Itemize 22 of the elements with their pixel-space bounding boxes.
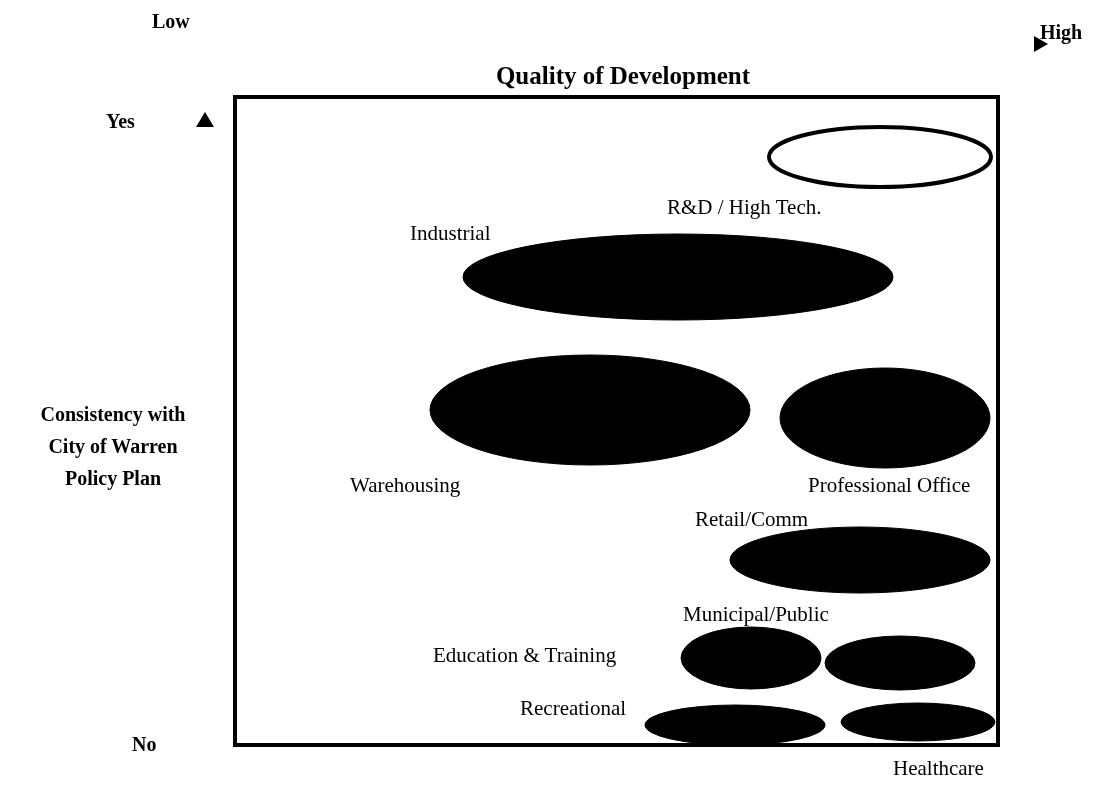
- chart-title: Quality of Development: [494, 62, 752, 90]
- filled-ellipse: [728, 525, 992, 595]
- category-label: Healthcare: [893, 757, 984, 781]
- category-label: Industrial: [410, 222, 491, 246]
- category-label: R&D / High Tech.: [667, 196, 822, 220]
- category-label: Professional Office: [808, 474, 971, 498]
- hollow-ellipse: [766, 124, 994, 190]
- category-label: Education & Training: [433, 644, 617, 668]
- filled-ellipse: [839, 701, 997, 743]
- axis-label: No: [132, 733, 157, 756]
- filled-ellipse: [679, 625, 823, 691]
- axis-label: Yes: [106, 110, 135, 133]
- category-label: Retail/Comm: [695, 508, 809, 532]
- filled-ellipse: [823, 634, 977, 692]
- axis-label: Low: [152, 10, 190, 33]
- category-label: Municipal/Public: [683, 603, 829, 627]
- filled-ellipse: [428, 353, 752, 467]
- axis-label: High: [1040, 21, 1083, 44]
- axis-label: Consistency with City of Warren Policy Plan: [39, 402, 187, 492]
- category-label: Warehousing: [350, 474, 461, 498]
- filled-ellipse: [778, 366, 992, 470]
- category-label: Recreational: [520, 697, 627, 721]
